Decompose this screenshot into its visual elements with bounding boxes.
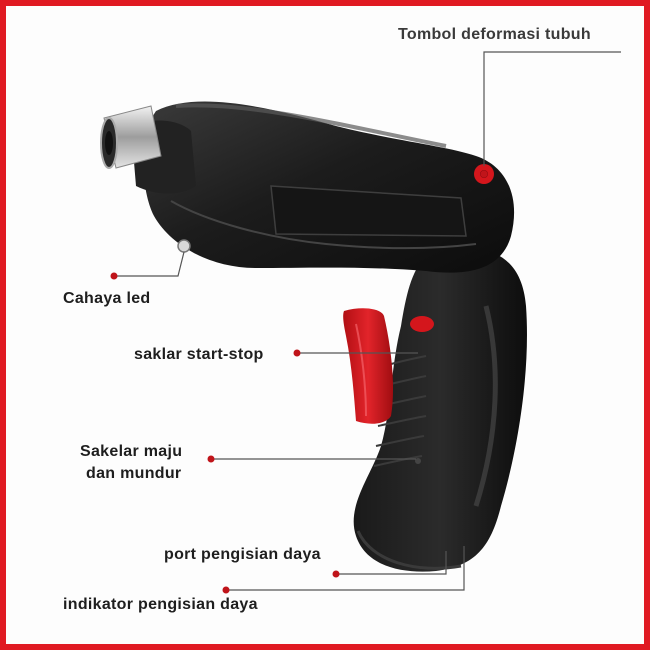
callout-dots <box>110 170 488 594</box>
label-direction-switch: Sakelar maju dan mundur <box>80 441 182 485</box>
label-direction-switch-line2: dan mundur <box>86 465 182 482</box>
direction-switch <box>410 316 434 332</box>
led-light <box>177 239 191 253</box>
label-charging-port: port pengisian daya <box>164 546 321 563</box>
label-charging-indicator: indikator pengisian daya <box>63 596 258 613</box>
callout-lines <box>114 51 621 591</box>
electric-screwdriver-image <box>100 51 621 594</box>
label-direction-switch-line1: Sakelar maju <box>80 443 183 460</box>
trigger <box>343 308 394 424</box>
label-led-light: Cahaya led <box>63 290 151 307</box>
label-start-stop-switch: saklar start-stop <box>134 346 264 363</box>
label-body-deform-button: Tombol deformasi tubuh <box>398 26 591 43</box>
barrel-body <box>143 101 515 273</box>
handle-grip <box>353 248 527 572</box>
